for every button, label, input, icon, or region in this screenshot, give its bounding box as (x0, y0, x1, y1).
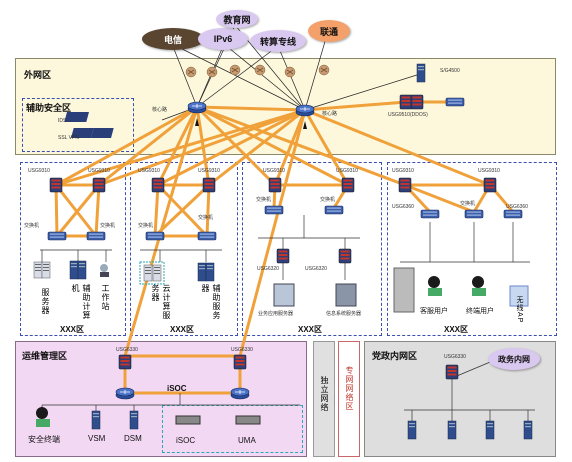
cloud-edu: 教育网 (216, 10, 258, 28)
block1-fw-right-label: USG9310 (88, 168, 110, 174)
block1-sw-left-label: 交换机 (24, 223, 40, 229)
ops-isoc-label: iSOC (167, 384, 187, 393)
aux-security-devices (64, 112, 114, 138)
aux-device-vpn-label: SSL VPN (58, 135, 79, 141)
cloud-ipv6-label: IPv6 (213, 34, 233, 44)
block4-item-terminal: 终端用户 (466, 308, 494, 315)
block4-title: XXX区 (444, 325, 469, 334)
isp-gateway-icons (185, 64, 330, 78)
block2-fw-right-label: USG9310 (198, 168, 220, 174)
block3-fw-right-label: USG9310 (336, 168, 358, 174)
aux-security-title: 辅助安全区 (26, 103, 72, 113)
block2-fw-left-label: USG9310 (138, 168, 160, 174)
block4-fw-right-label: USG9310 (478, 168, 500, 174)
block3-sw-left-label: 交换机 (256, 197, 272, 203)
block4-sw-mid-label: 交换机 (460, 201, 476, 207)
block1-item-server: 服务器 (41, 288, 50, 315)
cloud-unicom-label: 联通 (319, 26, 338, 37)
ops-zone (15, 341, 307, 457)
ops-item-isoc: iSOC (176, 436, 196, 445)
block1-item-aux-computer: 辅助计算机 (71, 284, 91, 320)
block4-sw-left-label: USG6360 (392, 204, 414, 210)
cloud-telecom-label: 电信 (163, 34, 182, 45)
cloud-telecom: 电信 (142, 28, 204, 50)
aux-device-ids-label: IDS (58, 118, 67, 124)
block3-sub-left-label: USG6320 (257, 266, 279, 272)
block1-item-workstation: 工作站 (101, 284, 110, 311)
area-block-4 (387, 162, 557, 336)
cloud-transit-label: 转算专线 (259, 36, 296, 47)
special-net-label: 专网网络区 (345, 366, 354, 411)
block1-sw-right-label: 交换机 (100, 223, 116, 229)
block2-title: XXX区 (170, 325, 195, 334)
ddos-label: USG9510(DDOS) (388, 112, 428, 118)
block2-sw-left-label: 交换机 (138, 223, 154, 229)
block3-item-app-server: 业务应用服务器 (258, 311, 294, 317)
ops-item-dsm: DSM (124, 434, 142, 443)
party-fw-label: USG6330 (444, 354, 466, 360)
cloud-unicom: 联通 (308, 20, 350, 42)
area-block-3 (242, 162, 382, 336)
special-net-box (338, 341, 360, 457)
core-router-left-icon (187, 101, 207, 114)
area-block-2 (130, 162, 238, 336)
ops-item-vsm: VSM (88, 434, 106, 443)
block3-title: XXX区 (298, 325, 323, 334)
block3-sub-right-label: USG6320 (305, 266, 327, 272)
ops-item-uma: UMA (238, 436, 256, 445)
block4-item-wireless-ap: 无线AP (516, 296, 523, 324)
block4-fw-left-label: USG9310 (392, 168, 414, 174)
ops-storage-box (162, 405, 303, 453)
block4-item-customer: 客服用户 (420, 308, 448, 315)
cloud-ipv6: IPv6 (198, 28, 248, 50)
block2-item-cloud-server: 云计算服务器 (151, 284, 171, 320)
block3-sw-right-label: 交换机 (320, 197, 336, 203)
aux-security-zone (22, 98, 134, 152)
core-router-right-icon (295, 104, 315, 117)
block1-fw-left-label: USG9310 (28, 168, 50, 174)
block4-sw-right-label: USG6360 (506, 204, 528, 210)
core-router-right-label: 核心路 (322, 111, 338, 117)
block3-item-info-server: 信息系统服务器 (326, 311, 362, 317)
block2-item-aux-server: 辅助服务器 (201, 284, 221, 320)
cloud-party-intranet-label: 政务内网 (498, 354, 530, 364)
ops-zone-title: 运维管理区 (22, 351, 68, 361)
cloud-edu-label: 教育网 (223, 14, 251, 25)
block2-sw-right-label: 交换机 (198, 215, 214, 221)
block1-title: XXX区 (60, 325, 85, 334)
independent-net-box (313, 341, 335, 457)
block3-fw-left-label: USG9310 (263, 168, 285, 174)
outer-zone-title: 外网区 (24, 70, 52, 80)
party-zone-title: 党政内网区 (372, 351, 418, 361)
fw-top-right-label: S/G4500 (440, 68, 460, 74)
core-router-left-label: 核心路 (152, 107, 168, 113)
cloud-party-intranet: 政务内网 (488, 348, 540, 370)
ops-fw-right-label: USG6330 (231, 347, 253, 353)
area-block-1 (20, 162, 126, 336)
ops-fw-left-label: USG6330 (116, 347, 138, 353)
cloud-transit: 转算专线 (250, 30, 306, 52)
ops-item-security-terminal: 安全终端 (28, 435, 60, 444)
independent-net-label: 独立网络 (320, 376, 329, 412)
